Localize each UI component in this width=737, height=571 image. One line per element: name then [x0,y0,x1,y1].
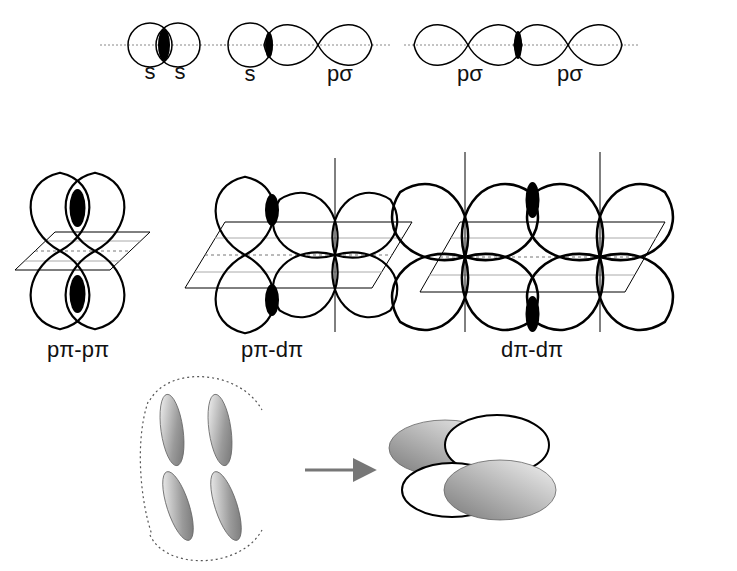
p-sigma-p-sigma-overlap [404,25,640,66]
d-pi-d-pi-overlap [465,152,466,332]
p-sigma-p-sigma-overlap [514,25,568,66]
d-pi-d-pi-overlap [451,238,656,239]
p-orbital-pair [150,530,262,561]
p-orbital-pair [204,468,247,543]
pi-bond-cloud [444,460,556,520]
orbital-label: s [145,60,156,84]
orbital-label: pσ [327,62,353,86]
s-p-sigma-overlap [228,23,272,67]
formation-arrow [305,470,372,471]
s-p-sigma-overlap [220,23,392,67]
pi-bond-cloud [389,415,556,520]
s-s-overlap [100,23,228,67]
overlap-label: dπ-dπ [501,338,563,362]
d-pi-d-pi-overlap [526,182,540,218]
p-sigma-p-sigma-overlap [568,25,622,66]
p-pi-p-pi-overlap [45,241,140,242]
p-pi-d-pi-overlap [335,158,336,332]
p-pi-d-pi-overlap [215,238,402,239]
p-pi-p-pi-overlap [35,251,130,252]
p-pi-d-pi-overlap [265,284,279,316]
p-sigma-p-sigma-overlap [514,31,522,59]
p-sigma-p-sigma-overlap [414,25,468,66]
p-pi-d-pi-overlap [185,158,412,333]
overlap-label: pπ-pπ [47,338,109,362]
p-orbital-pair [204,393,236,467]
d-pi-d-pi-overlap [441,168,555,282]
d-pi-d-pi-overlap [526,296,540,332]
p-pi-p-pi-overlap [15,232,150,270]
p-pi-d-pi-overlap [259,234,356,331]
formation-arrow [305,469,372,472]
s-s-overlap [158,29,170,61]
p-pi-d-pi-overlap [265,194,279,226]
s-p-sigma-overlap [318,25,372,66]
orbital-label: s [245,62,256,86]
p-pi-p-pi-overlap [70,275,86,313]
p-pi-d-pi-overlap [259,179,356,276]
s-p-sigma-overlap [220,45,392,46]
p-pi-p-pi-overlap [66,251,125,329]
d-pi-d-pi-overlap [376,233,490,347]
d-pi-d-pi-overlap [376,152,690,346]
overlap-label: pπ-dπ [241,338,303,362]
p-pi-d-pi-overlap [195,272,382,273]
p-orbital-pair [156,393,188,467]
d-pi-d-pi-overlap [441,233,555,347]
p-orbital-pair [156,468,199,543]
p-orbital-pair [140,402,152,535]
p-pi-d-pi-overlap [314,179,411,276]
d-pi-d-pi-overlap [600,152,601,332]
orbital-label: pσ [557,62,583,86]
d-pi-d-pi-overlap [376,168,490,282]
p-pi-p-pi-overlap [70,189,86,227]
d-pi-d-pi-overlap [576,168,690,282]
d-pi-d-pi-overlap [420,222,665,292]
d-pi-d-pi-overlap [576,233,690,347]
p-pi-p-pi-overlap [66,173,125,251]
d-pi-d-pi-overlap [511,168,625,282]
orbital-label: pσ [457,62,483,86]
p-pi-p-pi-overlap [15,173,150,330]
d-pi-d-pi-overlap [511,233,625,347]
p-orbital-pair [140,377,262,561]
orbital-label: s [175,60,186,84]
s-p-sigma-overlap [264,25,318,66]
s-p-sigma-overlap [265,32,273,58]
